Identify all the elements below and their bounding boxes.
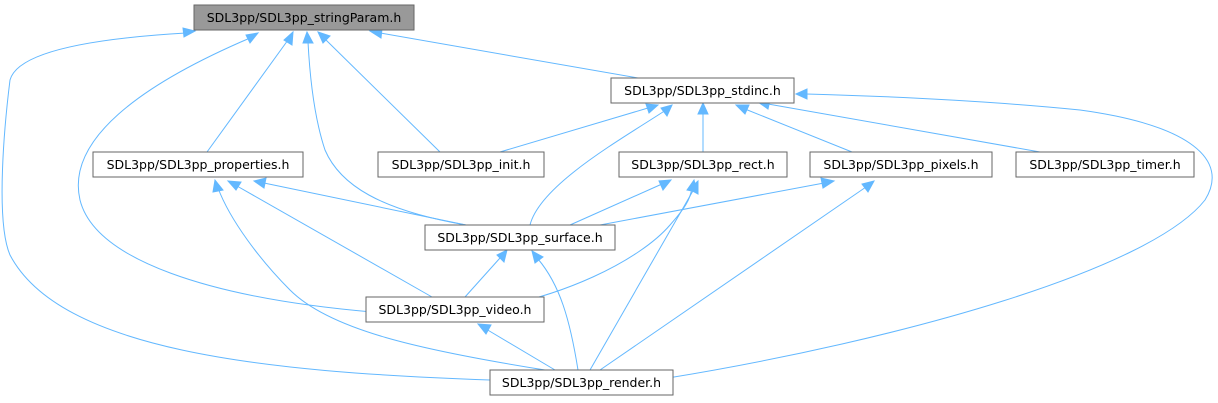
edge-render-to-properties [217, 187, 546, 371]
nodes: SDL3pp/SDL3pp_stringParam.h SDL3pp/SDL3p… [92, 4, 1195, 396]
node-label: SDL3pp/SDL3pp_surface.h [437, 230, 602, 245]
arrowhead-icon [794, 88, 808, 100]
node-timer[interactable]: SDL3pp/SDL3pp_timer.h [1015, 151, 1195, 178]
edge-surface-to-pixels [599, 182, 825, 226]
node-properties[interactable]: SDL3pp/SDL3pp_properties.h [92, 151, 304, 178]
arrowhead-icon [252, 177, 267, 189]
edge-timer-to-stdinc [767, 103, 1041, 153]
node-label: SDL3pp/SDL3pp_video.h [379, 302, 532, 317]
node-init[interactable]: SDL3pp/SDL3pp_init.h [377, 151, 545, 178]
edge-init-to-stringparam [325, 39, 441, 153]
arrowhead-icon [496, 249, 508, 263]
edge-stdinc-to-stringparam [379, 32, 639, 79]
edge-properties-to-stringparam [206, 39, 289, 153]
edge-render-to-surface [537, 258, 579, 371]
edge-surface-to-stringparam [307, 41, 467, 226]
arrowhead-icon [226, 180, 242, 191]
edge-render-to-stdinc [667, 93, 1213, 379]
arrowhead-icon [645, 103, 660, 114]
arrowhead-icon [182, 27, 197, 38]
edge-surface-to-rect [569, 183, 663, 226]
edge-video-to-properties [236, 185, 433, 298]
node-rect[interactable]: SDL3pp/SDL3pp_rect.h [618, 151, 788, 178]
edge-init-to-stdinc [499, 107, 649, 153]
node-render[interactable]: SDL3pp/SDL3pp_render.h [489, 369, 674, 396]
arrowhead-icon [697, 101, 709, 115]
node-label: SDL3pp/SDL3pp_pixels.h [823, 157, 978, 172]
node-pixels[interactable]: SDL3pp/SDL3pp_pixels.h [809, 151, 993, 178]
edge-surface-to-stdinc [529, 109, 667, 226]
edge-pixels-to-stdinc [744, 108, 853, 153]
edge-video-to-stringparam [77, 37, 373, 313]
arrowhead-icon [302, 30, 314, 44]
arrowhead-icon [861, 180, 875, 193]
node-label: SDL3pp/SDL3pp_stdinc.h [624, 83, 781, 98]
node-label: SDL3pp/SDL3pp_render.h [502, 375, 661, 390]
edge-surface-to-properties [263, 182, 467, 226]
node-surface[interactable]: SDL3pp/SDL3pp_surface.h [424, 224, 616, 251]
edge-render-to-video [485, 328, 556, 371]
node-stringparam[interactable]: SDL3pp/SDL3pp_stringParam.h [193, 4, 415, 31]
arrowhead-icon [531, 250, 544, 264]
arrowhead-icon [660, 104, 673, 117]
arrowhead-icon [212, 178, 224, 193]
arrowhead-icon [820, 177, 836, 189]
edge-render-to-stringparam [1, 32, 491, 381]
edge-video-to-surface [464, 257, 501, 298]
node-stdinc[interactable]: SDL3pp/SDL3pp_stdinc.h [610, 77, 795, 104]
node-label: SDL3pp/SDL3pp_stringParam.h [207, 10, 402, 25]
arrowhead-icon [688, 179, 699, 195]
edge-render-to-rect [589, 188, 695, 371]
arrowhead-icon [734, 104, 750, 115]
node-label: SDL3pp/SDL3pp_timer.h [1029, 157, 1180, 172]
edges [1, 27, 1213, 381]
node-video[interactable]: SDL3pp/SDL3pp_video.h [365, 296, 545, 323]
arrowhead-icon [245, 32, 260, 44]
node-label: SDL3pp/SDL3pp_init.h [392, 157, 531, 172]
node-label: SDL3pp/SDL3pp_rect.h [631, 157, 774, 172]
arrowhead-icon [283, 30, 294, 46]
arrowhead-icon [317, 31, 331, 44]
edge-render-to-pixels [599, 186, 867, 371]
node-label: SDL3pp/SDL3pp_properties.h [107, 157, 290, 172]
arrowhead-icon [658, 179, 673, 191]
arrowhead-icon [476, 323, 492, 335]
